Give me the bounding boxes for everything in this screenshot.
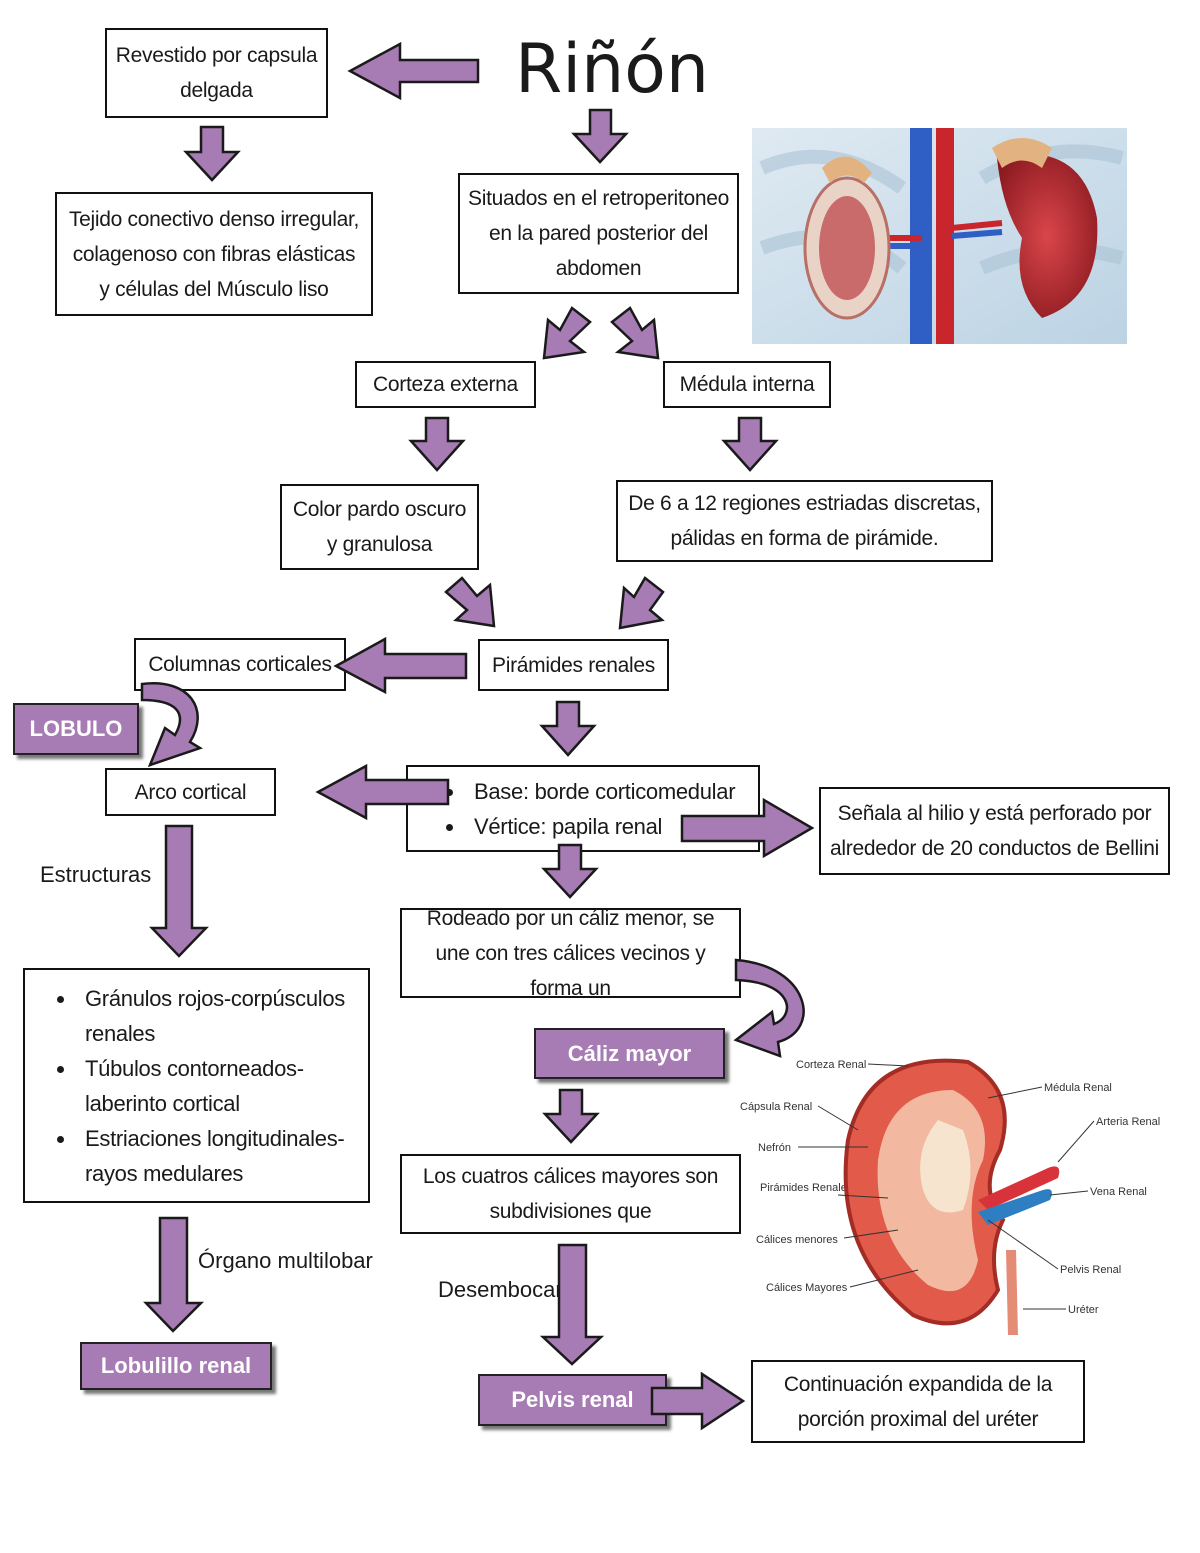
continuacion-box: Continuación expandida de la porción pro… xyxy=(751,1360,1085,1443)
label-calices-menores: Cálices menores xyxy=(756,1234,838,1246)
estructuras-list-box: Gránulos rojos-corpúsculos renales Túbul… xyxy=(23,968,370,1203)
rodeado-text: Rodeado por un cáliz menor, se une con t… xyxy=(426,906,715,1000)
label-nefron: Nefrón xyxy=(758,1142,791,1154)
curved-arrow-icon xyxy=(140,682,203,768)
arrow-right-icon xyxy=(650,1371,746,1431)
estructuras-label: Estructuras xyxy=(40,862,152,887)
label-ureter: Uréter xyxy=(1068,1304,1099,1316)
label-medula: Médula Renal xyxy=(1044,1082,1112,1094)
label-corteza: Corteza Renal xyxy=(796,1059,866,1071)
estructuras-item: Gránulos rojos-corpúsculos renales xyxy=(77,981,358,1051)
arrow-down-icon xyxy=(143,1216,205,1333)
arrow-down-icon xyxy=(541,843,599,899)
regiones-box: De 6 a 12 regiones estriadas discretas, … xyxy=(616,480,993,562)
desembocan-label: Desembocan xyxy=(438,1277,568,1302)
label-capsula: Cápsula Renal xyxy=(740,1101,812,1113)
arrow-down-icon xyxy=(542,1088,600,1144)
page-title: Riñón xyxy=(515,30,709,109)
arrow-down-icon xyxy=(183,125,241,182)
caliz-mayor-label: Cáliz mayor xyxy=(534,1028,725,1079)
label-arteria: Arteria Renal xyxy=(1096,1116,1160,1128)
estructuras-item: Estriaciones longitudinales-rayos medula… xyxy=(77,1121,358,1191)
arrow-down-icon xyxy=(721,416,779,472)
color-box: Color pardo oscuro y granulosa xyxy=(280,484,479,570)
senala-text: Señala al hilio y está perforado por alr… xyxy=(830,802,1159,860)
arrow-down-icon xyxy=(539,1243,605,1366)
cuatro-text: Los cuatros cálices mayores son subdivis… xyxy=(422,1165,719,1223)
kidney-right-icon xyxy=(997,154,1098,318)
curved-arrow-icon xyxy=(733,958,805,1058)
vertice-item: Vértice: papila renal xyxy=(466,809,735,844)
arrow-down-right-icon xyxy=(610,306,660,360)
regiones-text: De 6 a 12 regiones estriadas discretas, … xyxy=(628,492,981,550)
pelvis-label: Pelvis renal xyxy=(478,1374,667,1426)
medula-box: Médula interna xyxy=(663,361,831,408)
arrow-down-icon xyxy=(149,824,209,958)
arrow-down-right-icon xyxy=(444,576,496,628)
organo-label: Órgano multilobar xyxy=(198,1248,373,1273)
rodeado-box: Rodeado por un cáliz menor, se une con t… xyxy=(400,907,741,1000)
arrow-down-icon xyxy=(539,700,597,757)
label-pelvis: Pelvis Renal xyxy=(1060,1264,1121,1276)
kidney-diagram: Corteza Renal Cápsula Renal Nefrón Pirám… xyxy=(740,1058,1160,1335)
arco-box: Arco cortical xyxy=(105,768,276,816)
arrow-left-icon xyxy=(315,763,450,821)
tejido-text: Tejido conectivo denso irregular, colage… xyxy=(68,207,360,301)
base-vertice-box: Base: borde corticomedular Vértice: papi… xyxy=(406,765,760,852)
label-vena: Vena Renal xyxy=(1090,1186,1147,1198)
piramides-box: Pirámides renales xyxy=(478,639,669,691)
arrow-down-icon xyxy=(571,108,629,164)
arrow-right-icon xyxy=(680,797,815,859)
tejido-box: Tejido conectivo denso irregular, colage… xyxy=(55,192,373,316)
arrow-down-icon xyxy=(408,416,466,472)
lobulillo-label: Lobulillo renal xyxy=(80,1342,272,1390)
arrow-left-icon xyxy=(333,636,468,695)
corteza-text: Corteza externa xyxy=(373,373,518,396)
cuatro-box: Los cuatros cálices mayores son subdivis… xyxy=(400,1154,741,1234)
estructuras-list: Gránulos rojos-corpúsculos renales Túbul… xyxy=(25,981,368,1191)
color-text: Color pardo oscuro y granulosa xyxy=(292,498,467,556)
continuacion-text: Continuación expandida de la porción pro… xyxy=(783,1372,1053,1431)
arrow-left-icon xyxy=(347,41,480,101)
situados-text: Situados en el retroperitoneo en la pare… xyxy=(468,187,729,280)
estructuras-item: Túbulos contorneados-laberinto cortical xyxy=(77,1051,358,1121)
base-vertice-list: Base: borde corticomedular Vértice: papi… xyxy=(408,774,736,844)
lobulo-label: LOBULO xyxy=(13,703,139,755)
arco-text: Arco cortical xyxy=(134,780,247,804)
corteza-box: Corteza externa xyxy=(355,361,536,408)
medula-text: Médula interna xyxy=(679,373,815,396)
label-calices-mayores: Cálices Mayores xyxy=(766,1282,848,1294)
situados-box: Situados en el retroperitoneo en la pare… xyxy=(458,173,739,294)
capsula-box: Revestido por capsula delgada xyxy=(105,28,328,118)
piramides-text: Pirámides renales xyxy=(492,653,655,677)
base-item: Base: borde corticomedular xyxy=(466,774,736,809)
arrow-down-left-icon xyxy=(618,576,665,630)
label-piramides: Pirámides Renales xyxy=(760,1182,853,1194)
capsula-text: Revestido por capsula delgada xyxy=(115,44,318,102)
columnas-text: Columnas corticales xyxy=(148,653,332,676)
kidney-photo xyxy=(752,128,1127,344)
senala-box: Señala al hilio y está perforado por alr… xyxy=(819,787,1170,875)
arrow-down-left-icon xyxy=(542,306,592,360)
